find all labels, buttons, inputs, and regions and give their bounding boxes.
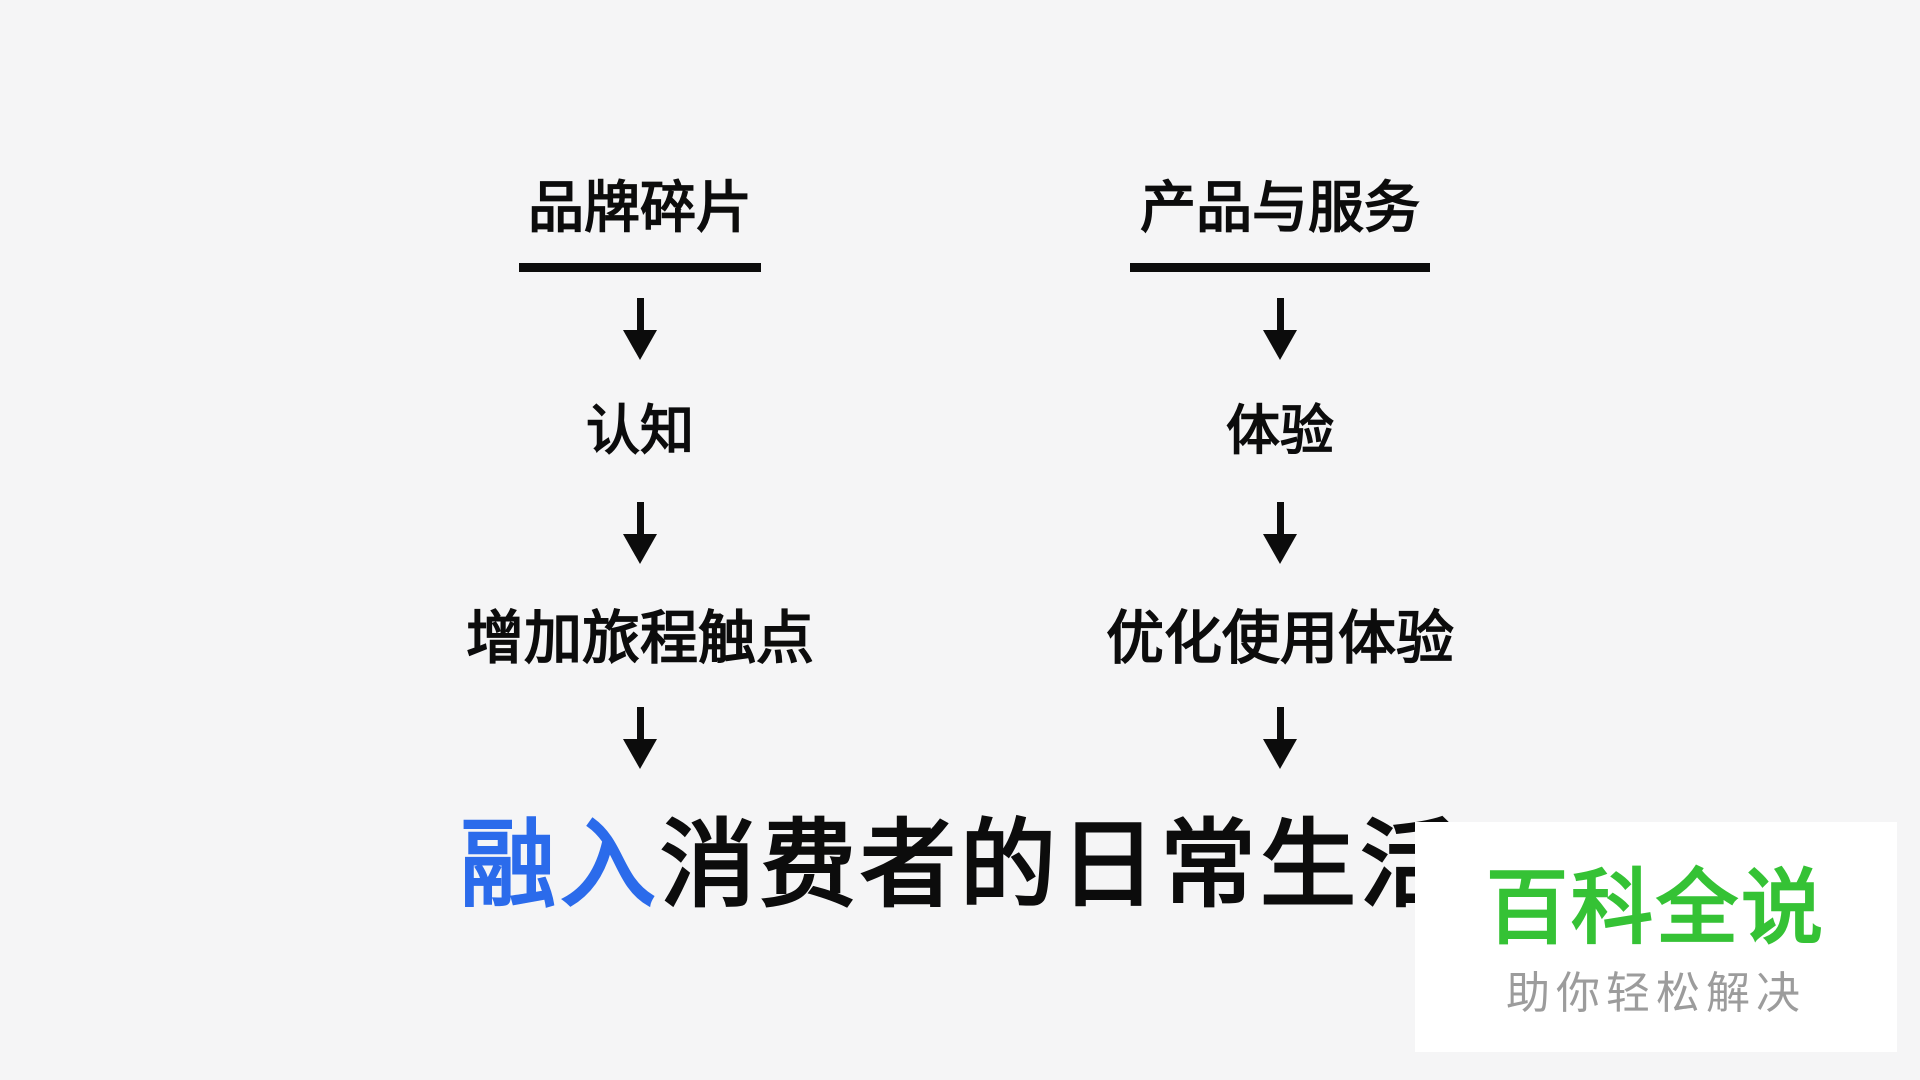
watermark-tagline: 助你轻松解决 (1506, 969, 1806, 1018)
down-arrow-icon (623, 707, 657, 769)
arrow-head (623, 739, 657, 769)
down-arrow-icon (1263, 707, 1297, 769)
down-arrow-icon (623, 298, 657, 360)
left-column-header: 品牌碎片 (528, 176, 752, 239)
arrow-head (623, 330, 657, 360)
conclusion-headline: 融入消费者的日常生活 (460, 818, 1460, 914)
arrow-stem (636, 707, 644, 739)
arrow-head (1263, 534, 1297, 564)
down-arrow-icon (1263, 298, 1297, 360)
conclusion-rest: 消费者的日常生活 (660, 812, 1460, 919)
right-header-underline (1130, 263, 1430, 272)
left-header-underline (519, 263, 761, 272)
right-step-experience: 体验 (1226, 401, 1334, 461)
down-arrow-icon (623, 502, 657, 564)
arrow-head (623, 534, 657, 564)
arrow-stem (1276, 707, 1284, 739)
arrow-stem (1276, 502, 1284, 534)
arrow-stem (1276, 298, 1284, 330)
left-step-touchpoints: 增加旅程触点 (465, 606, 815, 671)
watermark-box: 百科全说 助你轻松解决 (1415, 822, 1897, 1052)
arrow-stem (636, 298, 644, 330)
down-arrow-icon (1263, 502, 1297, 564)
conclusion-highlight: 融入 (460, 812, 660, 919)
arrow-head (1263, 739, 1297, 769)
arrow-stem (636, 502, 644, 534)
right-step-optimize-usage: 优化使用体验 (1105, 606, 1455, 671)
left-step-cognition: 认知 (586, 401, 694, 461)
arrow-head (1263, 330, 1297, 360)
watermark-logo-text: 百科全说 (1485, 863, 1826, 954)
right-column-header: 产品与服务 (1140, 176, 1420, 239)
